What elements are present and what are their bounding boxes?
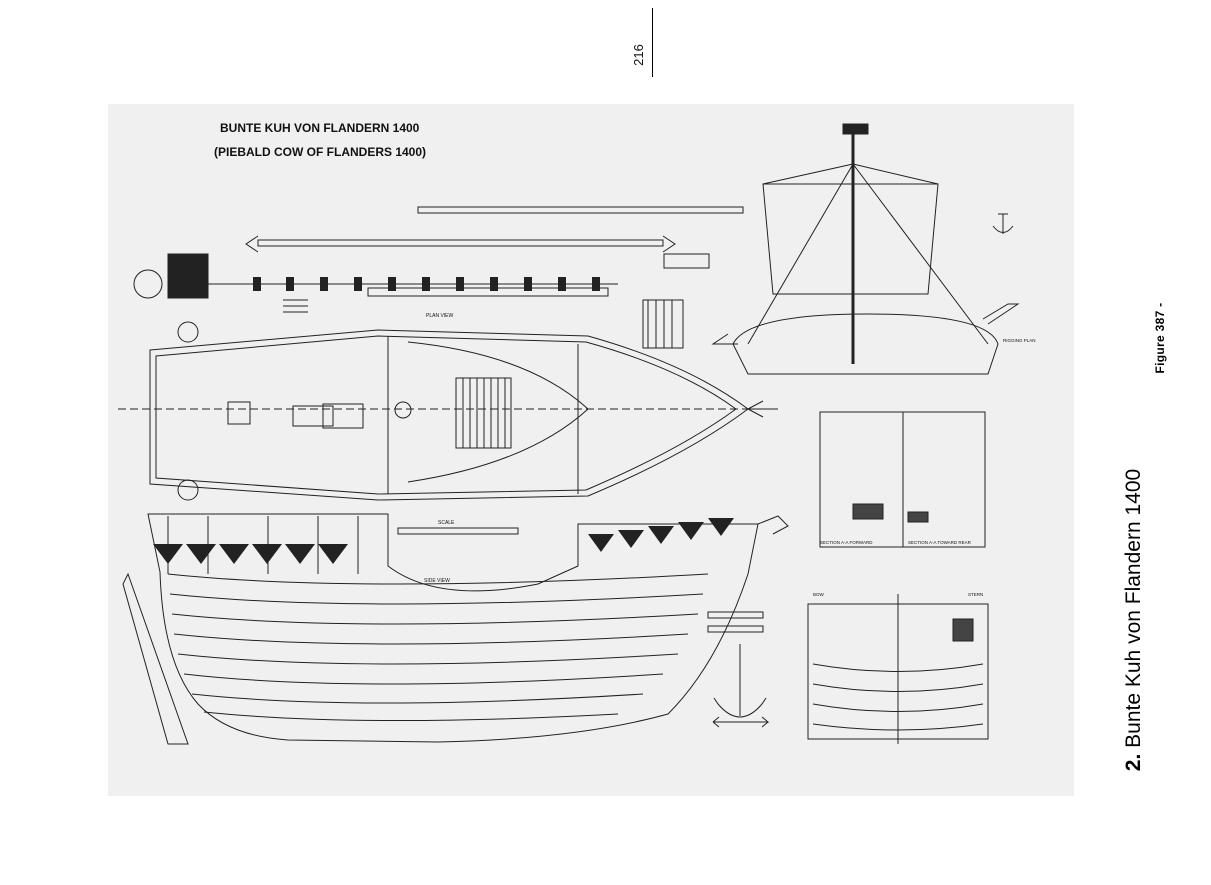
plan-view: PLAN VIEW — [118, 313, 778, 501]
spar-drawings — [133, 206, 744, 349]
plate-subtitle: (PIEBALD COW OF FLANDERS 1400) — [214, 145, 426, 159]
anchor-drawings — [707, 213, 1014, 728]
page-number: 216 — [631, 44, 646, 66]
bow-label: BOW — [813, 592, 825, 597]
section-drawings: SECTION A-A FORWARD SECTION A-A TOWARD R… — [807, 411, 989, 744]
ship-plan-plate: BUNTE KUH VON FLANDERN 1400 (PIEBALD COW… — [108, 104, 1074, 796]
side-view-label: SIDE VIEW — [424, 578, 450, 584]
rigging-plan-label: RIGGING PLAN — [1003, 338, 1036, 343]
section-forward-label: SECTION A-A FORWARD — [820, 540, 873, 545]
caption-text: Bunte Kuh von Flandern 1400 — [1122, 468, 1145, 748]
side-view: SIDE VIEW SCALE — [122, 513, 789, 745]
scale-label: SCALE — [438, 520, 455, 526]
plate-title: BUNTE KUH VON FLANDERN 1400 — [220, 121, 420, 135]
page-header-rule — [652, 8, 653, 77]
plan-view-label: PLAN VIEW — [426, 313, 454, 319]
figure-label-text: Figure 387 - — [1153, 302, 1167, 374]
stern-label: STERN — [968, 592, 983, 597]
rigging-plan: RIGGING PLAN — [711, 123, 1036, 375]
section-rear-label: SECTION A-A TOWARD REAR — [908, 540, 972, 545]
caption-number: 2. — [1122, 753, 1145, 772]
